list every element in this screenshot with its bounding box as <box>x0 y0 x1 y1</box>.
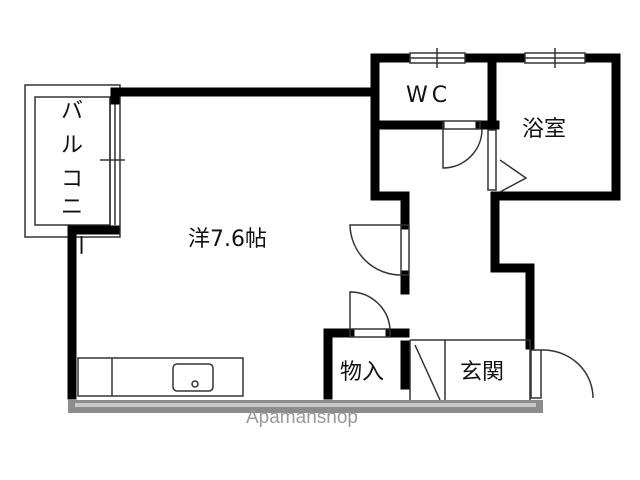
balcony-char: バ <box>61 99 83 124</box>
room-label-entrance: 玄関 <box>460 360 504 385</box>
room-label-western: 洋7.6帖 <box>188 227 267 252</box>
floor-strip-highlight <box>75 403 536 407</box>
room-label-wc: WC <box>406 83 451 108</box>
room-label-bathroom: 浴室 <box>522 117 566 142</box>
balcony-char: コ <box>61 167 83 192</box>
walls <box>67 53 621 400</box>
doors <box>349 120 594 401</box>
balcony-label: バ ル コ ニ ー <box>61 99 92 256</box>
kitchen-counter <box>77 357 244 397</box>
balcony-char: ニ <box>61 195 83 220</box>
balcony-char: ー <box>67 234 92 256</box>
balcony-char: ル <box>61 133 83 158</box>
windows <box>409 48 586 68</box>
watermark: Apamanshop <box>246 407 358 428</box>
room-label-storage: 物入 <box>340 360 384 385</box>
